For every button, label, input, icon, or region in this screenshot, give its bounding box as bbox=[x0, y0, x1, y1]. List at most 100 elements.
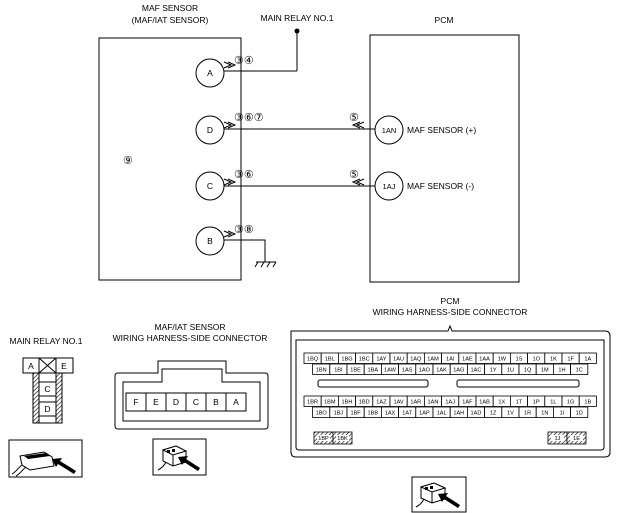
pcm-pin-cell: 1BN bbox=[312, 363, 331, 375]
pcm-pin-label: 1BG bbox=[341, 356, 352, 362]
pcm-pin-cell: 1AC bbox=[466, 363, 485, 375]
pcm-pin-cell: 1BA bbox=[363, 363, 382, 375]
pcm-pin-label: 1AC bbox=[471, 367, 482, 373]
pcm-pin-1an-label: 1AN bbox=[382, 126, 397, 135]
pcm-pin-cell: 1BJ bbox=[329, 406, 348, 418]
pcm-pin-label: 1AR bbox=[410, 399, 421, 405]
maf-conn-pin-a: A bbox=[233, 397, 239, 407]
maf-pin-c: C ③⑥ bbox=[195, 169, 376, 201]
pcm-pin-label: 1AP bbox=[419, 410, 430, 416]
pcm-pin-cell: 1AI bbox=[441, 352, 460, 364]
maf-note-9: ⑨ bbox=[123, 155, 133, 167]
pcm-pin-label: 1BH bbox=[342, 399, 353, 405]
pcm-pin-cell: 1AQ bbox=[406, 352, 425, 364]
relay-connector-title: MAIN RELAY NO.1 bbox=[10, 336, 83, 346]
pcm-pin-label: 1V bbox=[507, 410, 514, 416]
pcm-pin-cell: 1Z bbox=[484, 406, 503, 418]
pcm-pin-label: 1BQ bbox=[307, 356, 319, 362]
pcm-pin-label: 1AI bbox=[446, 356, 455, 362]
pcm-pin-cell: 1N bbox=[535, 406, 554, 418]
pcm-pin-label: 1AY bbox=[376, 356, 386, 362]
maf-pin-d-label: D bbox=[207, 125, 213, 135]
pcm-pin-label: 1AE bbox=[462, 356, 473, 362]
pcm-pin-label: 1AF bbox=[462, 399, 473, 405]
pcm-pin-label: 1BC bbox=[359, 356, 370, 362]
pcm-pin-cell: 1A bbox=[578, 352, 597, 364]
pcm-pin-label: 1A bbox=[584, 356, 591, 362]
pcm-pin-cell: 1L bbox=[544, 395, 563, 407]
maf-connector-title-line1: MAF/IAT SENSOR bbox=[154, 322, 225, 332]
pcm-connector: PCM WIRING HARNESS-SIDE CONNECTOR 1BQ 1BL… bbox=[290, 296, 611, 458]
main-relay-label: MAIN RELAY NO.1 bbox=[261, 13, 334, 23]
maf-pin-d: D ③⑥⑦ bbox=[195, 112, 376, 145]
pcm-pin-label: 1BJ bbox=[334, 410, 344, 416]
pcm-pin-label: 1BI bbox=[334, 367, 343, 373]
pcm-pin-1aj-note: ⑤ bbox=[349, 169, 359, 181]
pcm-pin-1aj-desc: MAF SENSOR (-) bbox=[407, 181, 474, 191]
pcm-pin-1aj: 1AJ ⑤ MAF SENSOR (-) bbox=[349, 169, 474, 201]
relay-pin-c: C bbox=[44, 384, 50, 394]
maf-connector-title-line2: WIRING HARNESS-SIDE CONNECTOR bbox=[113, 333, 268, 343]
pcm-pin-cell: 1Y bbox=[484, 363, 503, 375]
pcm-pin-cell: 1AE bbox=[458, 352, 477, 364]
pcm-pin-label: 1R bbox=[524, 410, 531, 416]
pcm-pin-label: 1S bbox=[516, 356, 523, 362]
pcm-pin-label: 1BM bbox=[324, 399, 336, 405]
pcm-pin-cell: 1S bbox=[509, 352, 528, 364]
pcm-pin-cell: 1BI bbox=[329, 363, 348, 375]
pcm-block: PCM bbox=[369, 15, 520, 283]
pcm-pin-cell: 1AH bbox=[449, 406, 468, 418]
pcm-pin-cell: 1P bbox=[527, 395, 546, 407]
maf-conn-pin-f: F bbox=[133, 397, 138, 407]
pcm-pin-label: 1AL bbox=[437, 410, 447, 416]
pcm-pin-cell: 1C bbox=[570, 363, 589, 375]
pcm-pin-1an-desc: MAF SENSOR (+) bbox=[407, 125, 476, 135]
pcm-pin-label: 1AS bbox=[402, 367, 413, 373]
pcm-pin-cell: 1I bbox=[553, 406, 572, 418]
pcm-pin-cell: 1BB bbox=[363, 406, 382, 418]
ground-icon bbox=[254, 261, 277, 268]
maf-conn-pin-c: C bbox=[193, 397, 199, 407]
pcm-pin-label: 1U bbox=[507, 367, 514, 373]
pcm-pin-label: 1BL bbox=[325, 356, 335, 362]
main-relay-junction bbox=[294, 28, 300, 34]
pcm-pin-label: 1AQ bbox=[410, 356, 422, 362]
pcm-pin-label: 1AX bbox=[385, 410, 396, 416]
pcm-pin-cell: 1F bbox=[561, 352, 580, 364]
maf-iat-connector: MAF/IAT SENSOR WIRING HARNESS-SIDE CONNE… bbox=[113, 322, 269, 430]
pcm-pin-cell: 1BC bbox=[355, 352, 374, 364]
maf-pin-c-notes: ③⑥ bbox=[234, 169, 254, 181]
pcm-pin-cell: 1T bbox=[509, 395, 528, 407]
pcm-pin-cell: 1BE bbox=[346, 363, 365, 375]
pcm-pin-cell: 1AU bbox=[389, 352, 408, 364]
pcm-pin-label: 1Z bbox=[490, 410, 497, 416]
pcm-pin-cell: 1AW bbox=[380, 363, 399, 375]
pcm-connector-view-icon bbox=[411, 476, 467, 513]
pcm-pin-cell: 1AD bbox=[466, 406, 485, 418]
pcm-pin-label: 1O bbox=[532, 356, 540, 362]
pcm-pin-label: 1AG bbox=[453, 367, 464, 373]
pcm-pin-cell: 1AS bbox=[398, 363, 417, 375]
pcm-pin-label: 1AZ bbox=[376, 399, 387, 405]
pcm-connector-title-line1: PCM bbox=[441, 296, 460, 306]
pcm-pin-1aj-label: 1AJ bbox=[383, 182, 396, 191]
pcm-pin-cell: 1BL bbox=[320, 352, 339, 364]
maf-pin-a-label: A bbox=[207, 68, 213, 78]
pcm-pin-cell: 1AZ bbox=[372, 395, 391, 407]
pcm-pin-label: 1X bbox=[498, 399, 505, 405]
pcm-pin-cell: 1V bbox=[501, 406, 520, 418]
pcm-pin-cell: 1AK bbox=[432, 363, 451, 375]
pcm-title: PCM bbox=[435, 15, 454, 25]
pcm-pin-label: 1BR bbox=[307, 399, 318, 405]
pcm-pin-cell: 1BD bbox=[355, 395, 374, 407]
pcm-pin-cell: 1R bbox=[518, 406, 537, 418]
maf-pin-a: A ③④ bbox=[195, 28, 300, 88]
pcm-connector-title-line2: WIRING HARNESS-SIDE CONNECTOR bbox=[373, 307, 528, 317]
pcm-pin-label: 1D bbox=[576, 410, 583, 416]
pcm-pin-cell: 1AL bbox=[432, 406, 451, 418]
pcm-pin-cell: 1E bbox=[566, 431, 587, 445]
pcm-pin-cell: 1BM bbox=[320, 395, 339, 407]
pcm-pin-label: 1W bbox=[498, 356, 507, 362]
maf-pin-b-label: B bbox=[207, 236, 213, 246]
